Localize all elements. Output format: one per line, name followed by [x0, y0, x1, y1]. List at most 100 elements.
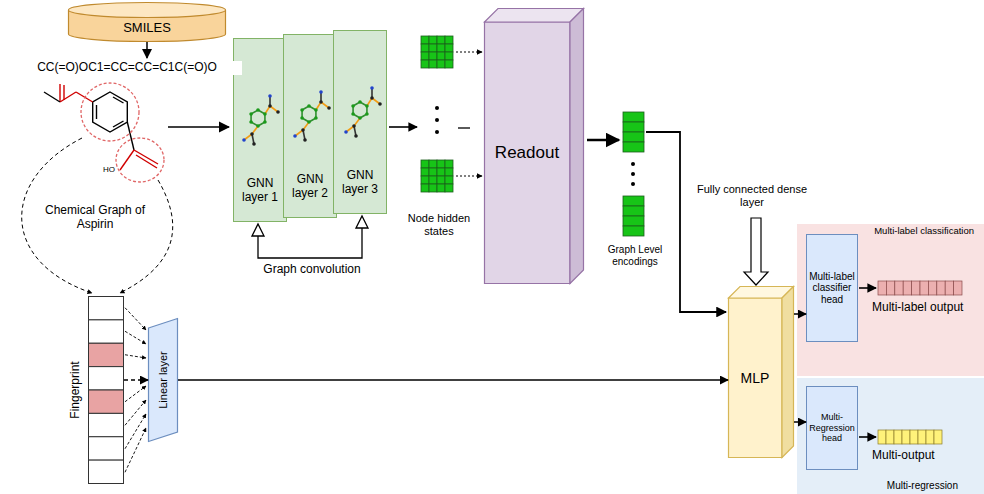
aspirin-molecule: [93, 92, 128, 132]
flow-arrow: [859, 287, 876, 289]
graph-arrow: [168, 126, 229, 128]
node-hidden-state: [421, 184, 429, 192]
readout-block: Readout: [484, 8, 584, 284]
node-hidden-state: [445, 52, 453, 60]
node-hidden-state: [445, 176, 453, 184]
graph-arrow: [168, 127, 229, 128]
graph-encoding: [623, 122, 644, 132]
node-hidden-state: [445, 184, 453, 192]
graph-convolution-bracket: [258, 228, 362, 258]
output-vector: [886, 430, 894, 444]
smiles-arrow: [146, 42, 148, 58]
node-hidden-state: [445, 36, 453, 44]
linear-layer: Linear layer: [148, 318, 178, 442]
output-vector: [912, 281, 920, 295]
selection-circle: [81, 83, 139, 141]
selection-circle: [116, 138, 164, 182]
aspirin-molecule: [63, 85, 64, 100]
smiles-string-box: CC(=O)OC1=CC=CC=C1C(=O)O: [12, 61, 242, 75]
graph-encoding: [631, 172, 635, 176]
graph-convolution-bracket: [356, 216, 368, 228]
fingerprint-link: [125, 331, 146, 344]
graph-icon: [370, 86, 374, 90]
mlp-block-text: MLP: [728, 370, 782, 386]
node-hidden-state: [437, 44, 445, 52]
graph-icon: [293, 90, 331, 142]
output-vector: [886, 281, 894, 295]
connector: [794, 421, 806, 423]
graph-icon: [242, 138, 246, 142]
graph-icon: [314, 116, 318, 120]
graph-icon: [256, 108, 260, 112]
graph-icon: [378, 102, 382, 106]
flow-arrow: [587, 139, 619, 142]
node-hidden-state: [429, 184, 437, 192]
graph-icon: [300, 116, 304, 120]
graph-icon: [314, 108, 318, 112]
graph-icon: [252, 142, 256, 146]
graph-icon: [344, 130, 348, 134]
stage-label-box: Graph convolution: [245, 263, 379, 277]
connector: [794, 313, 806, 315]
readout-block-text: Readout: [484, 143, 570, 163]
graph-icon: [249, 120, 253, 124]
mlp-block: MLP: [728, 286, 794, 458]
fingerprint-vector-outline: [88, 296, 124, 484]
flow-arrow: [744, 218, 768, 285]
regression-head: Multi-Regression head: [806, 386, 858, 470]
aspirin-molecule: [120, 150, 134, 170]
graph-icon: [242, 94, 280, 146]
graph-icon: [319, 90, 323, 94]
graph-icon: [249, 112, 253, 116]
fingerprint-link: [125, 400, 146, 425]
aspirin-molecule: [60, 92, 76, 102]
node-hidden-state: [421, 60, 429, 68]
aspirin-molecule: [113, 97, 124, 103]
graph-encoding: [623, 132, 644, 142]
fingerprint-link: [125, 308, 146, 330]
graph-icon: [327, 106, 331, 110]
flow-arrow: [458, 127, 470, 128]
aspirin-molecule: [76, 92, 93, 102]
fingerprint-link: [125, 355, 146, 358]
output-vector: [954, 281, 962, 295]
graph-icon: [358, 100, 362, 104]
node-hidden-state: [445, 60, 453, 68]
aspirin-molecule: [136, 155, 157, 168]
gnn-layer-text: GNN layer 3: [337, 169, 383, 197]
graph-icon: [351, 104, 355, 108]
node-hidden-state: [421, 168, 429, 176]
fingerprint-link: [22, 138, 173, 293]
node-hidden-state: [437, 36, 445, 44]
node-hidden-state: [445, 160, 453, 168]
graph-icon: [358, 116, 362, 120]
graph-encoding: [623, 112, 644, 122]
smiles-string: CC(=O)OC1=CC=CC=C1C(=O)O: [12, 61, 242, 75]
node-hidden-state: [437, 176, 445, 184]
node-hidden-state: [421, 36, 429, 44]
aspirin-molecule: [113, 121, 124, 127]
output-vector: [878, 430, 886, 444]
graph-icon: [301, 128, 305, 132]
graph-convolution-bracket: [252, 224, 264, 236]
node-hidden-state: [435, 130, 439, 134]
aspirin-molecule: [44, 92, 60, 102]
regression-head-text: Multi-Regression head: [809, 412, 855, 443]
graph-icon: [276, 110, 280, 114]
node-hidden-state: [437, 160, 445, 168]
graph-encoding: [623, 142, 644, 152]
graph-icon: [319, 100, 323, 104]
selection-circle: [81, 83, 164, 182]
node-hidden-state: [437, 52, 445, 60]
node-hidden-state: [429, 168, 437, 176]
output-label-box: Multi-output: [872, 449, 972, 463]
flow-arrow: [859, 436, 876, 438]
output-vector: [920, 281, 928, 295]
node-hidden-state: [429, 160, 437, 168]
flow-arrow: [389, 126, 417, 128]
stage-label: Graph convolution: [245, 263, 379, 277]
graph-icon: [293, 134, 297, 138]
node-hidden-state: [437, 168, 445, 176]
stage-label-box: Graph Level encodings: [602, 244, 668, 267]
task-region: Multi-label classificationMulti-label cl…: [797, 224, 984, 376]
